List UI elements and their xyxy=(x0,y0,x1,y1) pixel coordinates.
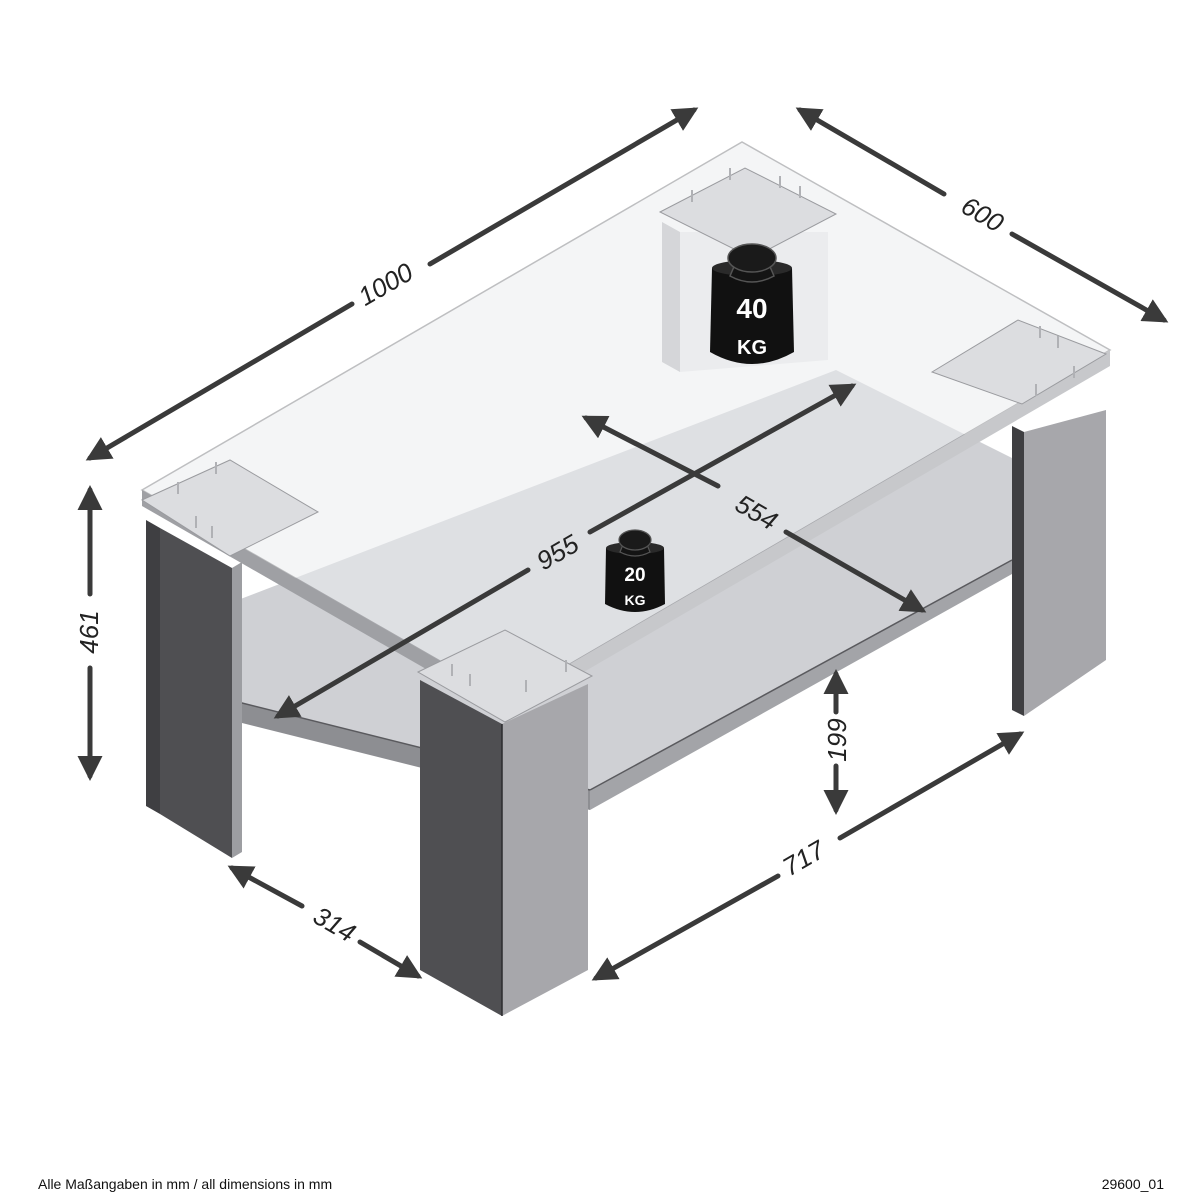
weight-20kg: 20 KG xyxy=(605,529,665,612)
drawing-code: 29600_01 xyxy=(1101,1176,1164,1192)
corner-pads xyxy=(140,167,1108,723)
dim-leg-offset-label: 314 xyxy=(308,900,361,948)
arrow-314-b xyxy=(357,939,423,979)
arrow-955-a xyxy=(587,383,857,535)
weight-20-unit: KG xyxy=(625,592,646,608)
arrow-1000-b xyxy=(427,107,699,267)
arrow-1000-a xyxy=(85,301,355,461)
dimension-arrows xyxy=(77,107,1169,981)
weight-20-value: 20 xyxy=(624,565,645,586)
back-right-leg xyxy=(1012,410,1106,716)
dim-depth-label: 600 xyxy=(956,190,1009,238)
dim-shelf-width-label: 717 xyxy=(777,834,831,882)
front-right-leg xyxy=(420,680,588,1016)
glass-pins xyxy=(177,168,1075,692)
weight-40kg: 40 KG xyxy=(710,243,794,364)
units-note: Alle Maßangaben in mm / all dimensions i… xyxy=(38,1176,333,1192)
arrow-554-b xyxy=(783,529,927,613)
dim-shelf-clearance-label: 199 xyxy=(822,718,852,761)
weight-40-value: 40 xyxy=(736,293,767,324)
weight-40-unit: KG xyxy=(737,337,767,359)
arrow-554-a xyxy=(581,415,721,489)
arrow-717-a xyxy=(837,731,1025,841)
dim-length-label: 1000 xyxy=(353,256,419,311)
dim-height-label: 461 xyxy=(74,610,104,653)
arrow-717-b xyxy=(591,873,781,981)
front-left-leg xyxy=(146,520,242,858)
arrow-600-b xyxy=(1009,231,1169,323)
arrow-955-b xyxy=(273,567,531,719)
arrow-314-a xyxy=(227,865,305,909)
arrow-600-a xyxy=(795,107,947,197)
